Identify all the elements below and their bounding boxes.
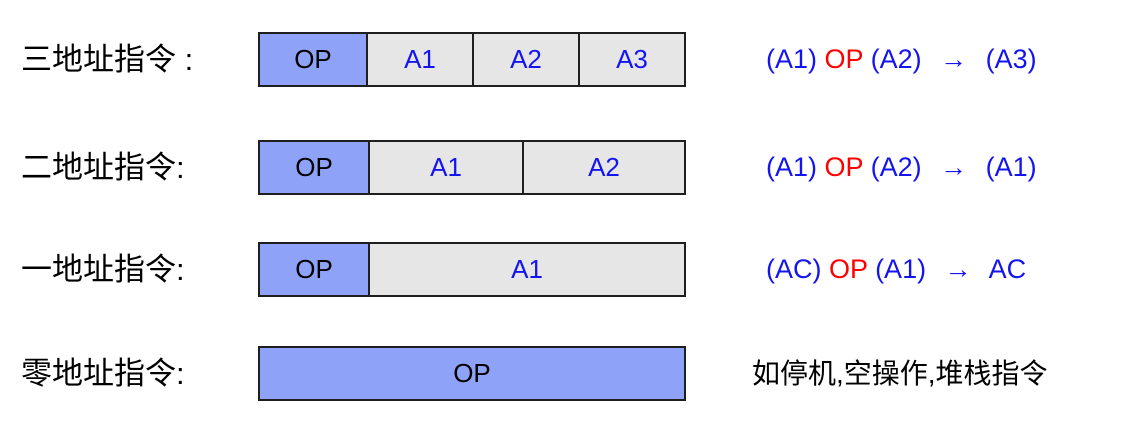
formula-operand: (A2) [870, 44, 922, 74]
formula-operand: (A1) [875, 254, 927, 284]
formula-result: (A1) [985, 152, 1037, 182]
row-label-three-address: 三地址指令 : [21, 42, 194, 77]
row-two-address: 二地址指令: OP A1 A2 (A1) OP (A2) → (A1) [0, 140, 1122, 195]
op-field: OP [260, 244, 369, 295]
address-field-a1: A1 [366, 34, 472, 85]
row-label-one-address: 一地址指令: [21, 252, 185, 287]
formula-op: OP [824, 44, 864, 74]
formula-operand: (A1) [766, 152, 818, 182]
row-label-zero-address: 零地址指令: [21, 356, 185, 391]
operation-formula-two-address: (A1) OP (A2) → (A1) [766, 140, 1037, 195]
address-field-a1: A1 [368, 244, 684, 295]
op-field: OP [260, 142, 369, 193]
arrow-icon: → [940, 152, 968, 182]
arrow-icon: → [940, 44, 968, 74]
address-field-a3: A3 [578, 34, 684, 85]
formula-op: OP [829, 254, 868, 284]
row-three-address: 三地址指令 : OP A1 A2 A3 (A1) OP (A2) → (A3) [0, 32, 1122, 87]
operation-formula-three-address: (A1) OP (A2) → (A3) [766, 32, 1037, 87]
operation-formula-one-address: (AC) OP (A1) → AC [766, 242, 1026, 297]
row-label-two-address: 二地址指令: [21, 150, 185, 185]
zero-address-examples-note: 如停机,空操作,堆栈指令 [752, 358, 1048, 389]
formula-operand: (AC) [766, 254, 822, 284]
format-boxes-two-address: OP A1 A2 [258, 140, 686, 195]
op-field: OP [260, 34, 366, 85]
address-field-a2: A2 [522, 142, 684, 193]
format-boxes-one-address: OP A1 [258, 242, 686, 297]
format-boxes-zero-address: OP [258, 346, 686, 401]
formula-result: (A3) [985, 44, 1037, 74]
row-one-address: 一地址指令: OP A1 (AC) OP (A1) → AC [0, 242, 1122, 297]
address-field-a1: A1 [368, 142, 523, 193]
arrow-icon: → [944, 254, 972, 284]
formula-operand: (A2) [870, 152, 922, 182]
format-boxes-three-address: OP A1 A2 A3 [258, 32, 686, 87]
op-field: OP [260, 348, 684, 399]
formula-result: AC [988, 254, 1027, 284]
formula-operand: (A1) [766, 44, 818, 74]
row-zero-address: 零地址指令: OP 如停机,空操作,堆栈指令 [0, 346, 1122, 401]
address-field-a2: A2 [472, 34, 578, 85]
formula-op: OP [824, 152, 864, 182]
